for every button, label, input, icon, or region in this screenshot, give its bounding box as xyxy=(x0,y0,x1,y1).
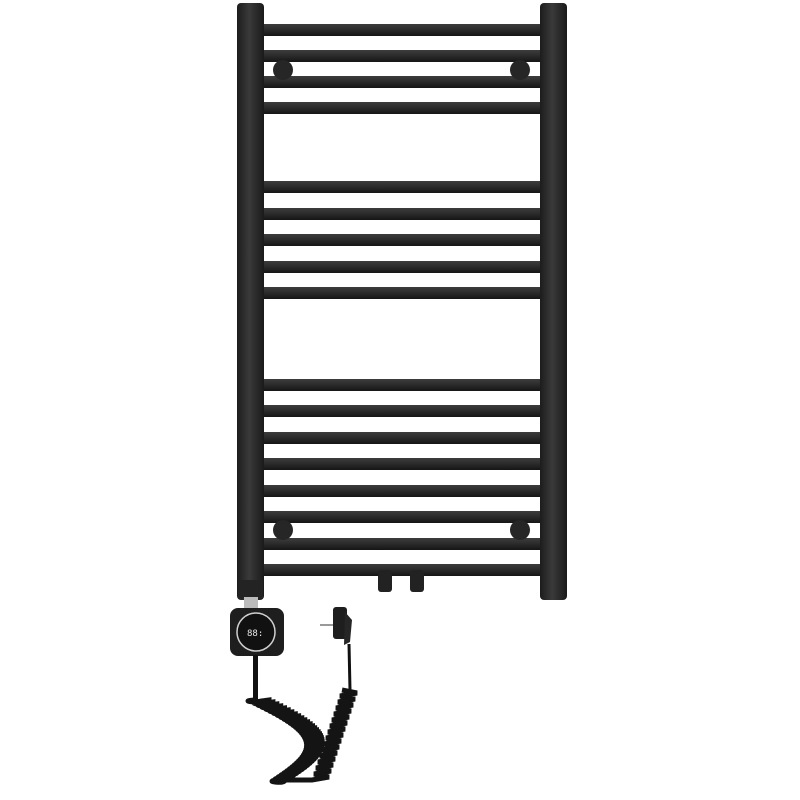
rung xyxy=(262,564,542,576)
left-rail xyxy=(237,3,264,600)
valves xyxy=(378,570,424,592)
rung xyxy=(262,538,542,550)
rung xyxy=(262,432,542,444)
rung xyxy=(262,24,542,36)
rungs xyxy=(262,24,542,576)
rung xyxy=(262,208,542,220)
rung xyxy=(262,50,542,62)
rung xyxy=(262,511,542,523)
rung xyxy=(262,287,542,299)
rung xyxy=(262,261,542,273)
rung xyxy=(262,458,542,470)
wall-brackets xyxy=(273,60,530,540)
coiled-cable xyxy=(245,687,358,785)
rung xyxy=(262,405,542,417)
rung xyxy=(262,181,542,193)
rung xyxy=(262,485,542,497)
rung xyxy=(262,76,542,88)
power-plug xyxy=(320,607,352,691)
right-rail xyxy=(540,3,567,600)
rung xyxy=(262,102,542,114)
rung xyxy=(262,379,542,391)
rung xyxy=(262,234,542,246)
heating-element: 88: xyxy=(230,580,284,700)
display-readout: 88: xyxy=(247,629,263,639)
